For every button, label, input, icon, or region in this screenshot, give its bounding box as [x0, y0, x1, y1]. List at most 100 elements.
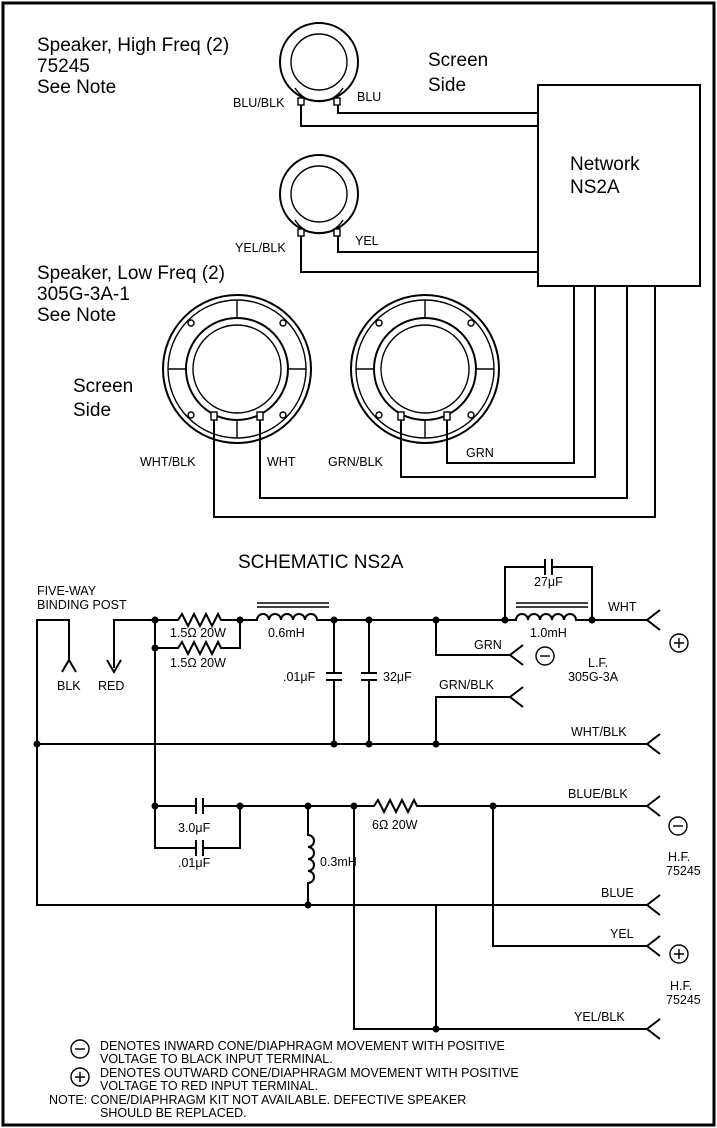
hf-speaker-part: 75245	[37, 56, 90, 77]
lf-speaker-title: Speaker, Low Freq (2)	[37, 263, 225, 284]
grn-terminal	[435, 620, 524, 666]
blk-terminal-wire	[36, 619, 70, 744]
blue-blk-terminal	[493, 795, 661, 817]
wire-wht-blk	[213, 286, 656, 518]
hf2-label-1: H.F.	[670, 979, 692, 993]
inductor-l1	[240, 613, 334, 621]
wire-label-grn-blk: GRN/BLK	[328, 455, 384, 469]
hf-feed	[154, 620, 196, 849]
capacitor-c1	[326, 620, 342, 744]
schematic-section: SCHEMATIC NS2A FIVE-WAY BINDING POST BLK…	[33, 552, 701, 1040]
yel-blk-terminal	[353, 806, 661, 1040]
r3-label: 6Ω 20W	[372, 818, 418, 832]
inductor-l2-core	[516, 602, 588, 608]
capacitor-c4	[155, 798, 354, 814]
wire-label-blu-blk: BLU/BLK	[233, 96, 285, 110]
hf-see-note: See Note	[37, 77, 116, 98]
resistor-r2	[155, 620, 241, 657]
lf-speaker-part: 305G-3A-1	[37, 284, 130, 305]
binding-post-label-1: FIVE-WAY	[37, 584, 97, 598]
hf-speaker-1	[279, 22, 359, 106]
note-line2: SHOULD BE REPLACED.	[100, 1106, 247, 1120]
c1-label: .01μF	[283, 670, 316, 684]
l1-label: 0.6mH	[268, 626, 305, 640]
r2-label: 1.5Ω 20W	[170, 656, 226, 670]
network-model: NS2A	[570, 177, 620, 198]
grn-blk-terminal	[435, 686, 524, 744]
wire-label-yel: YEL	[355, 234, 379, 248]
screen-side-top-2: Side	[428, 75, 466, 96]
c2-label: 32μF	[383, 670, 412, 684]
wire-blu-blk	[300, 105, 538, 127]
r1-label: 1.5Ω 20W	[170, 626, 226, 640]
minus-note-line2: VOLTAGE TO BLACK INPUT TERMINAL.	[100, 1052, 333, 1066]
grn-label: GRN	[474, 638, 502, 652]
inductor-l2	[436, 613, 647, 621]
screen-side-top-1: Screen	[428, 50, 488, 71]
blue-terminal	[36, 744, 661, 916]
capacitor-c2	[361, 620, 377, 744]
minus-legend-icon	[70, 1039, 90, 1059]
wht-terminal	[646, 609, 661, 631]
red-terminal-arrow	[106, 659, 122, 674]
wire-label-wht-blk: WHT/BLK	[140, 455, 196, 469]
binding-post-label-2: BINDING POST	[37, 598, 127, 612]
resistor-r1	[155, 611, 240, 629]
lf-speaker-2	[350, 294, 500, 444]
capacitor-c5	[195, 806, 241, 856]
wire-wht	[259, 286, 628, 499]
plus-legend-icon	[70, 1067, 90, 1087]
screen-side-left-2: Side	[73, 400, 111, 421]
plus-symbol-hf	[669, 944, 689, 964]
hf1-label-1: H.F.	[668, 850, 690, 864]
blue-label: BLUE	[601, 886, 634, 900]
lf-speaker-1	[162, 294, 312, 444]
wire-label-wht: WHT	[267, 455, 296, 469]
minus-note-line1: DENOTES INWARD CONE/DIAPHRAGM MOVEMENT W…	[100, 1039, 505, 1053]
wire-label-grn: GRN	[466, 446, 494, 460]
wire-blu	[337, 105, 538, 114]
lf-label-2: 305G-3A	[568, 670, 619, 684]
grn-blk-label: GRN/BLK	[439, 678, 495, 692]
lf-label-1: L.F.	[588, 656, 608, 670]
network-box	[537, 84, 701, 287]
lf-see-note: See Note	[37, 305, 116, 326]
c3-label: 27μF	[534, 575, 563, 589]
yel-terminal	[492, 806, 661, 957]
hf2-label-2: 75245	[666, 993, 701, 1007]
l3-label: 0.3mH	[320, 855, 357, 869]
yel-label: YEL	[610, 927, 634, 941]
minus-symbol-hf	[668, 816, 688, 836]
blue-blk-label: BLUE/BLK	[568, 787, 628, 801]
wiring-section: Speaker, High Freq (2) 75245 See Note Sc…	[37, 22, 701, 518]
plus-note-line1: DENOTES OUTWARD CONE/DIAPHRAGM MOVEMENT …	[100, 1066, 519, 1080]
yel-blk-label: YEL/BLK	[574, 1010, 625, 1024]
wire-label-blu: BLU	[357, 90, 381, 104]
red-terminal-wire	[113, 619, 155, 668]
screen-side-left-1: Screen	[73, 376, 133, 397]
blk-terminal-fork	[61, 658, 77, 673]
plus-symbol-lf	[669, 633, 689, 653]
c4-label: 3.0μF	[178, 821, 211, 835]
wire-yel	[337, 236, 538, 253]
capacitor-c3	[504, 559, 593, 620]
wire-grn	[446, 286, 575, 464]
inductor-l3	[307, 806, 315, 905]
schematic-title: SCHEMATIC NS2A	[238, 552, 404, 573]
hf1-label-2: 75245	[666, 864, 701, 878]
hf-speaker-title: Speaker, High Freq (2)	[37, 35, 229, 56]
c5-label: .01μF	[178, 856, 211, 870]
note-line1: NOTE: CONE/DIAPHRAGM KIT NOT AVAILABLE. …	[49, 1093, 466, 1107]
wht-blk-bus	[37, 733, 661, 755]
wire-grn-blk	[400, 286, 596, 478]
minus-symbol-lf	[535, 646, 555, 666]
resistor-r3	[354, 797, 493, 815]
notes-section: DENOTES INWARD CONE/DIAPHRAGM MOVEMENT W…	[49, 1039, 519, 1120]
wht-blk-label: WHT/BLK	[571, 725, 627, 739]
red-label: RED	[98, 679, 124, 693]
network-label: Network	[570, 154, 640, 175]
l2-label: 1.0mH	[530, 626, 567, 640]
